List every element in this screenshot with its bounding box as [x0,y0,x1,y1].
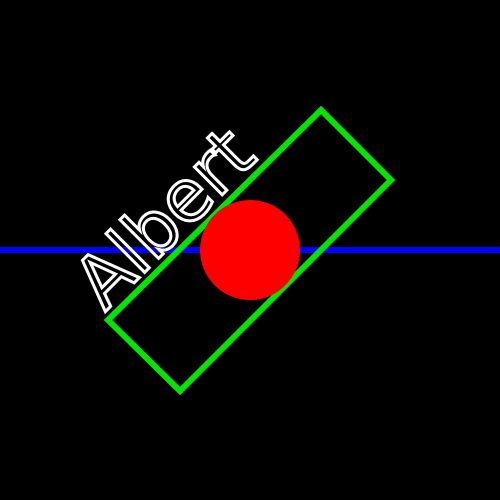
rotated-green-rectangle [103,105,396,396]
red-circle [200,200,300,300]
